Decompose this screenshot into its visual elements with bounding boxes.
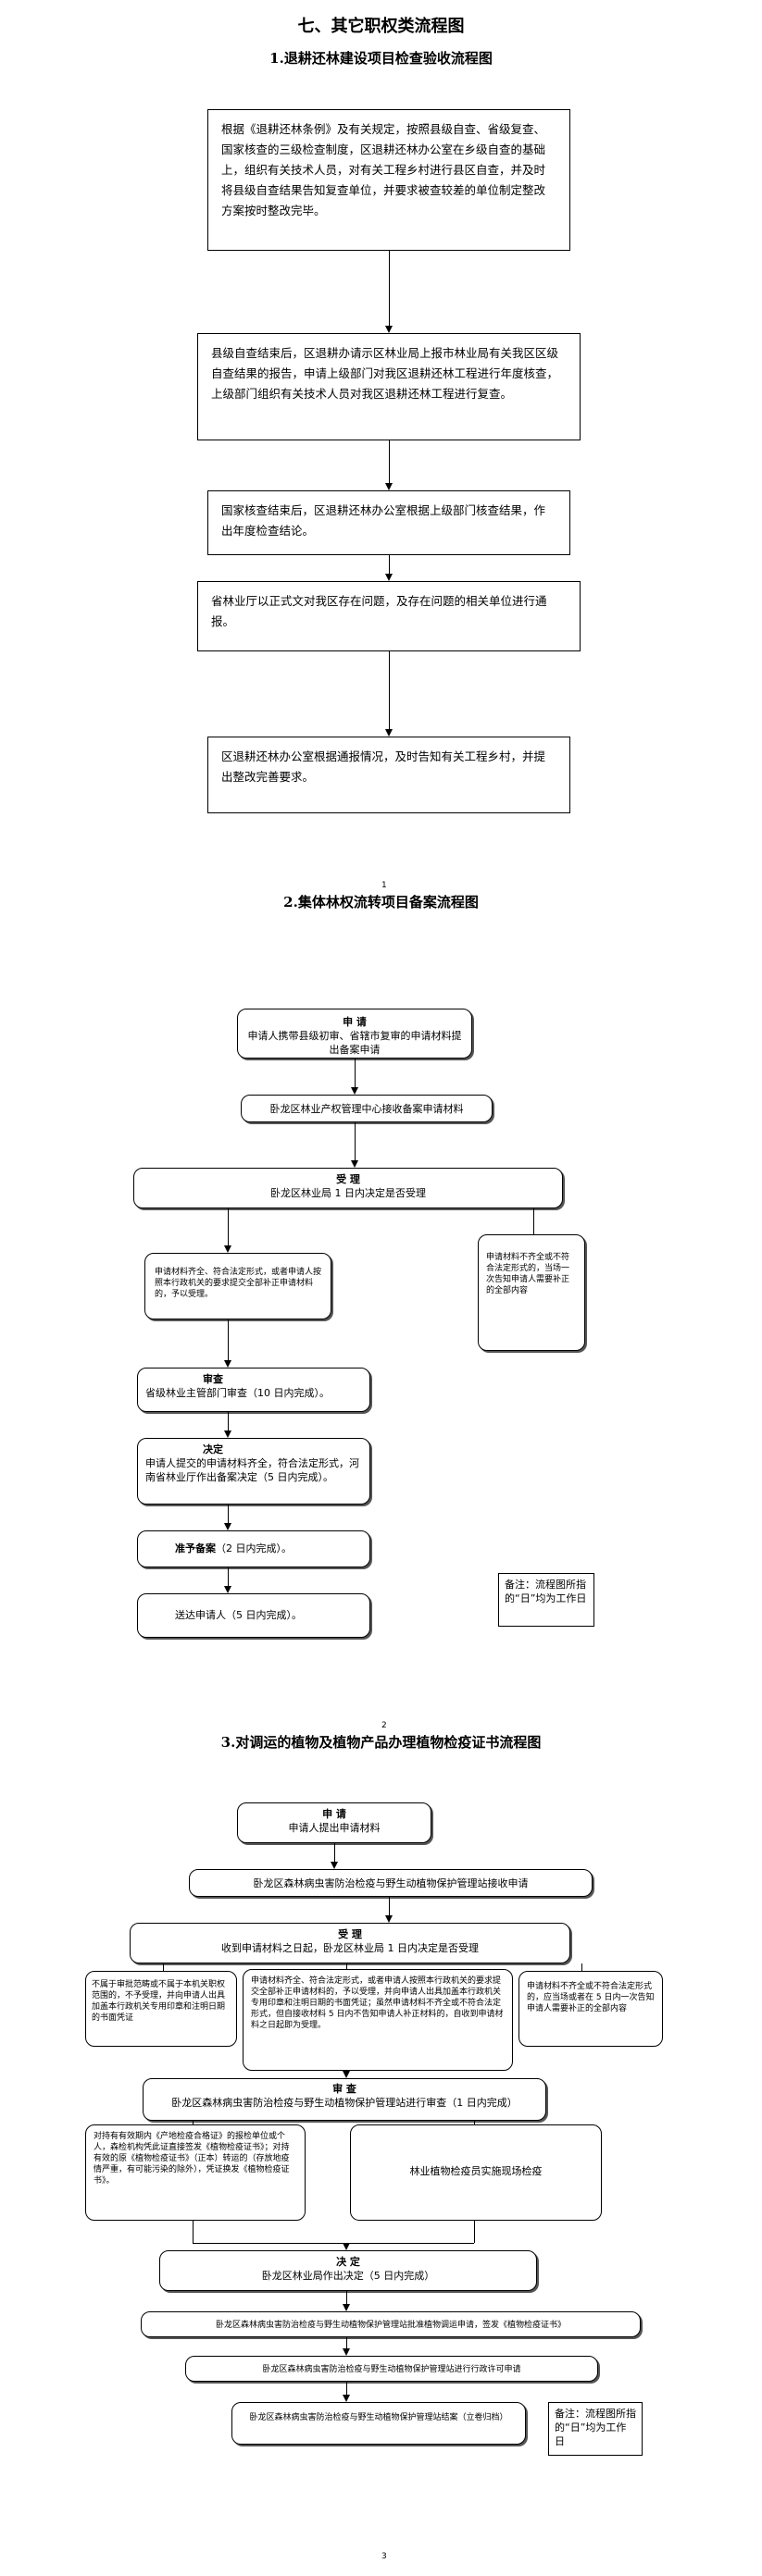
sec1-step-3: 国家核查结束后，区退耕还林办公室根据上级部门核查结果，作出年度检查结论。 (207, 490, 570, 555)
sec2-connector-4 (228, 1412, 229, 1430)
sec3-cond-right: 申请材料不齐全或不符合法定形式的，应当场或者在 5 日内一次告知申请人需要补正的… (518, 1971, 663, 2047)
page-number-1: 1 (381, 881, 387, 890)
sec2-arrow-1 (351, 1087, 358, 1095)
sec3-connector-2 (389, 1897, 390, 1915)
sec3-issue-box: 卧龙区森林病虫害防治检疫与野生动植物保护管理站批准植物调运申请，签发《植物检疫证… (141, 2311, 641, 2337)
sec3-connector-5a (193, 2221, 194, 2243)
sec3-connector-right (581, 1963, 582, 1971)
sec1-arrow-1 (385, 326, 393, 333)
sec2-connector-3 (228, 1319, 229, 1360)
sec2-decide-box: 决定 申请人提交的申请材料齐全，符合法定形式，河南省林业厅作出备案决定（5 日内… (137, 1438, 370, 1505)
sec2-receive-box: 卧龙区林业产权管理中心接收备案申请材料 (241, 1095, 493, 1122)
sec3-review-head: 审 查 (332, 2083, 356, 2095)
sec3-decide-box: 决 定 卧龙区林业局作出决定（5 日内完成） (159, 2250, 537, 2291)
sec3-connector-left (163, 1963, 164, 1971)
sec1-step-5: 区退耕还林办公室根据通报情况，及时告知有关工程乡村，并提出整改完善要求。 (207, 737, 570, 813)
sec2-connector-2 (355, 1122, 356, 1160)
sec2-approve-head: 准予备案 (175, 1542, 216, 1554)
sec3-receive-box: 卧龙区森林病虫害防治检疫与野生动植物保护管理站接收申请 (189, 1869, 593, 1897)
sec3-close-box: 卧龙区森林病虫害防治检疫与野生动植物保护管理站结案（立卷归档） (231, 2402, 526, 2445)
sec3-arrow-8 (343, 2348, 350, 2356)
sec2-review-head: 审查 (203, 1373, 223, 1385)
sec3-connector-1 (334, 1843, 335, 1862)
sec2-arrow-6 (224, 1586, 231, 1593)
sec3-accept-head: 受 理 (338, 1928, 362, 1940)
sec3-connector-4a (193, 2121, 194, 2124)
sec2-note-box: 备注：流程图所指的“日”均为工作日 (498, 1573, 594, 1627)
sec2-arrow-3 (224, 1360, 231, 1368)
sec3-connector-7 (346, 2291, 347, 2304)
sec3-connector-9 (346, 2382, 347, 2395)
sec3-apply-body: 申请人提出申请材料 (288, 1822, 381, 1834)
chapter-title: 七、其它职权类流程图 (297, 17, 465, 36)
sec2-arrow-5 (224, 1523, 231, 1530)
sec2-deliver-box: 送达申请人（5 日内完成）。 (137, 1593, 370, 1638)
sec3-apply-head: 申 请 (322, 1808, 346, 1820)
sec3-cond-mid: 申请材料齐全、符合法定形式，或者申请人按照本行政机关的要求提交全部补正申请材料的… (243, 1969, 513, 2071)
sec3-arrow-3 (343, 2071, 350, 2078)
sec2-approve-box: 准予备案（2 日内完成）。 (137, 1530, 370, 1567)
sec3-review-right: 林业植物检疫员实施现场检疫 (350, 2124, 602, 2221)
sec2-accept-head: 受 理 (336, 1173, 360, 1185)
sec2-connector-left (228, 1208, 229, 1245)
sec3-supervise-box: 卧龙区森林病虫害防治检疫与野生动植物保护管理站进行行政许可申请 (185, 2356, 598, 2382)
sec1-step-2: 县级自查结束后，区退耕办请示区林业局上报市林业局有关我区区级自查结果的报告，申请… (197, 333, 581, 440)
sec3-apply-box: 申 请 申请人提出申请材料 (237, 1802, 431, 1843)
sec1-connector-3 (389, 555, 390, 574)
sec3-connector-8 (346, 2337, 347, 2348)
sec2-accept-box: 受 理 卧龙区林业局 1 日内决定是否受理 (133, 1168, 563, 1208)
sec3-accept-box: 受 理 收到申请材料之日起，卧龙区林业局 1 日内决定是否受理 (130, 1923, 570, 1963)
sec3-connector-mid (346, 1963, 347, 1971)
sec2-review-box: 审查 省级林业主管部门审查（10 日内完成）。 (137, 1368, 370, 1412)
sec1-connector-1 (389, 251, 390, 326)
sec3-title: 3.对调运的植物及植物产品办理植物检疫证书流程图 (220, 1734, 542, 1751)
sec3-connector-4b (474, 2121, 475, 2124)
sec2-cond-left: 申请材料齐全、符合法定形式，或者申请人按照本行政机关的要求提交全部补正申请材料的… (144, 1253, 331, 1319)
sec1-connector-4 (389, 651, 390, 729)
sec2-accept-body: 卧龙区林业局 1 日内决定是否受理 (270, 1187, 426, 1199)
sec1-step-4: 省林业厅以正式文对我区存在问题，及存在问题的相关单位进行通报。 (197, 581, 581, 651)
sec3-arrow-2 (385, 1915, 393, 1923)
sec2-cond-right: 申请材料不齐全或不符合法定形式的，当场一次告知申请人需要补正的全部内容 (478, 1234, 585, 1351)
sec2-connector-right (533, 1208, 534, 1245)
sec3-decide-head: 决 定 (336, 2256, 360, 2268)
sec2-apply-box: 申 请 申请人携带县级初审、省辖市复审的申请材料提出备案申请 (237, 1009, 472, 1059)
sec3-review-left: 对持有有效期内《产地检疫合格证》的报检单位或个人，森检机构凭此证直接签发《植物检… (85, 2124, 306, 2221)
sec2-apply-body: 申请人携带县级初审、省辖市复审的申请材料提出备案申请 (247, 1030, 462, 1056)
sec3-connector-5b (474, 2221, 475, 2243)
sec2-apply-head: 申 请 (343, 1016, 367, 1028)
sec3-note-box: 备注：流程图所指的“日”均为工作日 (548, 2402, 643, 2456)
sec1-title: 1.退耕还林建设项目检查验收流程图 (269, 50, 493, 67)
page-number-3: 3 (381, 2552, 387, 2561)
sec2-decide-head: 决定 (203, 1443, 223, 1455)
sec1-arrow-4 (385, 729, 393, 737)
sec2-review-body: 省级林业主管部门审查（10 日内完成）。 (145, 1387, 330, 1399)
sec2-arrow-4 (224, 1430, 231, 1438)
sec2-title: 2.集体林权流转项目备案流程图 (283, 894, 479, 910)
sec3-review-box: 审 查 卧龙区森林病虫害防治检疫与野生动植物保护管理站进行审查（1 日内完成） (143, 2078, 546, 2121)
sec1-connector-2 (389, 440, 390, 483)
sec3-merge-line (193, 2243, 474, 2244)
sec3-review-body: 卧龙区森林病虫害防治检疫与野生动植物保护管理站进行审查（1 日内完成） (171, 2097, 518, 2109)
sec2-connector-5 (228, 1505, 229, 1523)
sec1-step-1: 根据《退耕还林条例》及有关规定，按照县级自查、省级复查、国家核查的三级检查制度，… (207, 109, 570, 251)
sec2-arrow-left (224, 1245, 231, 1253)
sec3-arrow-7 (343, 2304, 350, 2311)
sec3-arrow-1 (331, 1862, 338, 1869)
sec3-arrow-9 (343, 2395, 350, 2402)
sec2-connector-6 (228, 1567, 229, 1586)
sec3-accept-body: 收到申请材料之日起，卧龙区林业局 1 日内决定是否受理 (221, 1942, 479, 1954)
sec2-connector-1 (355, 1059, 356, 1087)
sec2-decide-body: 申请人提交的申请材料齐全，符合法定形式，河南省林业厅作出备案决定（5 日内完成）… (145, 1457, 359, 1483)
sec3-decide-body: 卧龙区林业局作出决定（5 日内完成） (261, 2270, 435, 2282)
sec1-arrow-2 (385, 483, 393, 490)
sec3-cond-left: 不属于审批范畴或不属于本机关职权范围的，不予受理，并向申请人出具加盖本行政机关专… (85, 1971, 237, 2047)
sec2-approve-body: （2 日内完成）。 (216, 1542, 292, 1554)
sec2-arrow-2 (351, 1160, 358, 1168)
sec1-arrow-3 (385, 574, 393, 581)
sec3-arrow-6 (343, 2243, 350, 2250)
page-number-2: 2 (381, 1721, 387, 1730)
